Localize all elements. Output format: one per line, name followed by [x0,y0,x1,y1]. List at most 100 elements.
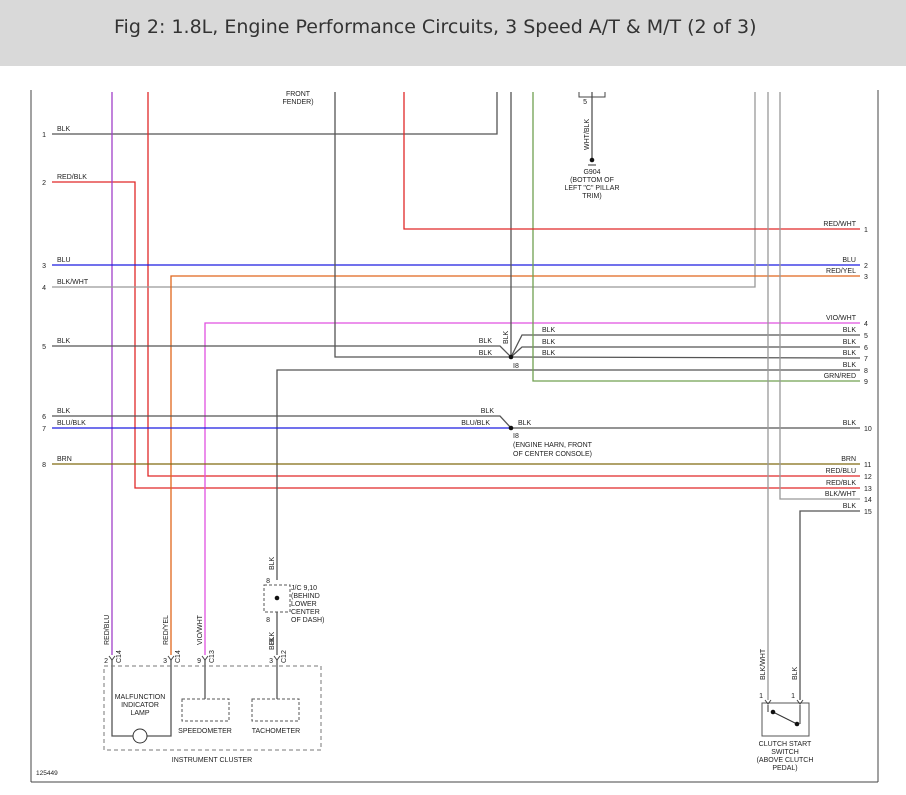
connector-chevron-icon [108,655,116,661]
mil-label: MALFUNCTION [115,694,166,701]
front-fender-label: FENDER) [282,99,313,106]
wire-blk-right5 [510,334,860,358]
connector-chevron-icon [764,699,772,705]
left-pin-wire-label: BLK [57,338,71,345]
jc-label: OF DASH) [291,617,324,624]
g904-pin-label: 5 [583,99,587,106]
right-pin-wire-label: RED/BLK [826,480,856,487]
g904-label: LEFT "C" PILLAR [564,185,619,192]
clutch-wire-label: BLK/WHT [760,648,767,680]
g904-connector-icon [578,92,606,98]
cluster-connector-label: C12 [281,650,288,663]
cluster-pin-number: 9 [197,658,201,665]
instrument-cluster-label: INSTRUMENT CLUSTER [172,757,252,764]
clutch-switch-label: PEDAL) [772,765,797,772]
splice-i8-lower-label: (ENGINE HARN, FRONT [513,442,593,449]
mil-label: INDICATOR [121,702,159,709]
jc-label: LOWER [291,601,317,608]
wire-grnred-right9 [532,92,860,382]
figure-number: 125449 [36,770,58,777]
right-pin-number: 14 [864,497,872,504]
left-pin-wire-label: BLK [57,408,71,415]
speedometer-box [181,698,230,722]
clutch-switch-pivot-dot [770,709,776,715]
left-pin-wire-label: BRN [57,456,72,463]
ground-g904-icon [589,157,595,163]
clutch-switch-box [761,702,810,737]
splice-upper-wire-in2: BLK [479,350,493,357]
cluster-wire-label: BLK [269,631,276,645]
left-pin-wire-label: BLU/BLK [57,420,86,427]
right-pin-wire-label: BRN [841,456,856,463]
clutch-switch-label: SWITCH [771,749,799,756]
right-pin-wire-label: GRN/RED [824,373,856,380]
cluster-wire-label: VIO/WHT [197,614,204,645]
right-pin-number: 7 [864,356,868,363]
cluster-wire-label: RED/YEL [163,615,170,645]
right-pin-number: 9 [864,379,868,386]
jc-wire-top-label: BLK [269,556,276,570]
splice-upper-wire-out2: BLK [542,339,556,346]
speedometer-label: SPEEDOMETER [178,728,232,735]
figure-header: Fig 2: 1.8L, Engine Performance Circuits… [0,0,906,66]
splice-lower-wire-in2: BLU/BLK [461,420,490,427]
wire-blk-right8 [276,369,860,580]
g904-label: (BOTTOM OF [570,177,614,184]
splice-upper-wire-vert: BLK [503,330,510,344]
right-pin-number: 13 [864,486,872,493]
tachometer-box [251,698,300,722]
jc-junction-dot [274,595,280,601]
left-pin-number: 2 [42,180,46,187]
left-pin-number: 5 [42,344,46,351]
clutch-pin-number: 1 [759,693,763,700]
wire-blk-right15 [799,510,860,700]
left-pin-number: 7 [42,426,46,433]
jc-label: (BEHIND [291,593,320,600]
wire-blk-left6 [52,415,512,429]
left-pin-number: 1 [42,132,46,139]
cluster-pin-number: 3 [269,658,273,665]
wires-layer [52,92,861,737]
splice-lower-wire-out: BLK [518,420,532,427]
left-pin-wire-label: BLK/WHT [57,279,89,286]
wire-blk-left1 [52,92,498,135]
cluster-connector-label: C13 [209,650,216,663]
splice-i8-lower-label: OF CENTER CONSOLE) [513,451,592,458]
connector-chevron-icon [273,655,281,661]
right-pin-wire-label: BLK [843,420,857,427]
right-pin-number: 4 [864,321,868,328]
right-pin-number: 10 [864,426,872,433]
wire-blkwht-left4 [52,92,756,288]
front-fender-label: FRONT [286,91,311,98]
right-pin-number: 2 [864,263,868,270]
tachometer-label: TACHOMETER [252,728,300,735]
wire-redyel-right3 [170,275,860,655]
right-pin-number: 12 [864,474,872,481]
g904-label: TRIM) [582,193,601,200]
jc-pin-bottom: 8 [266,617,270,624]
right-pin-wire-label: BLK [843,350,857,357]
clutch-switch-contact-dot [794,721,800,727]
wire-blk-left5 [52,345,512,358]
right-pin-wire-label: BLK [843,339,857,346]
splice-upper-wire-out3: BLK [542,350,556,357]
splice-i8-upper-dot [508,354,514,360]
wire-redblu-right12 [147,92,860,477]
connector-chevron-icon [796,699,804,705]
wire-blk-from-fender [334,92,511,358]
right-pin-wire-label: BLK [843,327,857,334]
instrument-cluster-box [103,665,322,751]
right-pin-wire-label: VIO/WHT [826,315,857,322]
cluster-pin-number: 3 [163,658,167,665]
right-pin-wire-label: RED/YEL [826,268,856,275]
mil-label: LAMP [130,710,149,717]
wire-mil-right [147,660,172,737]
jc-box [263,584,291,613]
splice-i8-lower-dot [508,425,514,431]
jc-wire-bottom-label: BLK [269,636,276,650]
left-pin-wire-label: BLK [57,126,71,133]
wire-viowht-right4 [204,322,860,655]
wire-blkwht-right14 [779,92,860,500]
clutch-switch-label: (ABOVE CLUTCH [757,757,814,764]
